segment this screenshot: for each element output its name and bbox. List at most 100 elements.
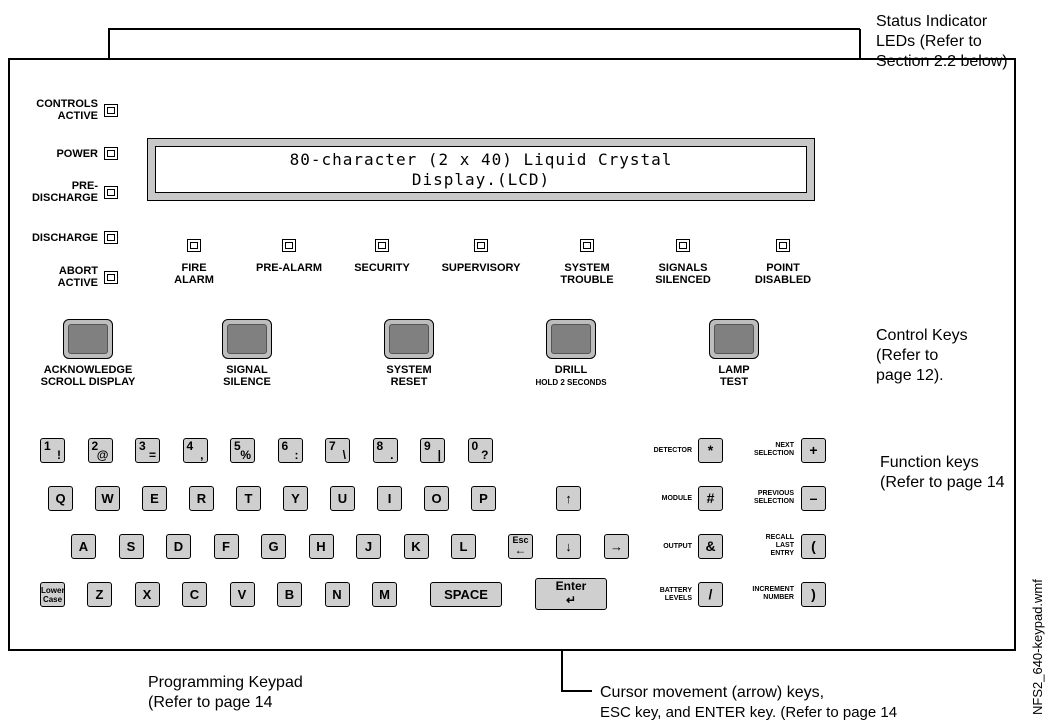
- led-system-trouble: [580, 239, 594, 252]
- letter-key-w[interactable]: W: [95, 486, 120, 511]
- letter-key-g[interactable]: G: [261, 534, 286, 559]
- letter-key-r[interactable]: R: [189, 486, 214, 511]
- number-key-5[interactable]: 5%: [230, 438, 255, 463]
- cursor-keys-callout-line1: Cursor movement (arrow) keys,: [600, 684, 825, 701]
- letter-key-t[interactable]: T: [236, 486, 261, 511]
- letter-key-p[interactable]: P: [471, 486, 496, 511]
- letter-key-k[interactable]: K: [403, 534, 429, 559]
- letter-key-y[interactable]: Y: [283, 486, 308, 511]
- function-key-left[interactable]: &: [698, 534, 723, 559]
- down-arrow-key[interactable]: ↓: [556, 534, 581, 559]
- number-key-main-label: 8: [376, 439, 384, 453]
- signal-silence-key[interactable]: [222, 319, 272, 359]
- function-key-left[interactable]: #: [698, 486, 723, 511]
- lower-case-key[interactable]: Lower Case: [40, 582, 65, 607]
- function-label-left: BATTERY LEVELS: [659, 587, 692, 602]
- number-key-3[interactable]: 3=: [135, 438, 160, 463]
- number-key-main-label: 5: [234, 439, 241, 453]
- drill-key-label: DRILL: [554, 364, 588, 376]
- led-fire-alarm: [187, 239, 201, 252]
- led-label-fire-alarm: FIRE ALARM: [174, 262, 214, 286]
- number-key-2[interactable]: 2@: [87, 438, 113, 463]
- letter-key-u[interactable]: U: [330, 486, 355, 511]
- letter-key-o[interactable]: O: [424, 486, 449, 511]
- function-key-left[interactable]: /: [698, 582, 723, 607]
- number-key-main-label: 1: [44, 439, 51, 453]
- number-key-4[interactable]: 4,: [182, 438, 208, 463]
- letter-key-i[interactable]: I: [377, 486, 402, 511]
- letter-key-a[interactable]: A: [71, 534, 96, 559]
- number-key-main-label: 9: [424, 439, 431, 453]
- lcd-display: 80-character (2 x 40) Liquid Crystal Dis…: [147, 138, 815, 201]
- number-key-main-label: 7: [329, 439, 336, 453]
- cursor-keys-callout-line2: ESC key, and ENTER key. (Refer to page 1…: [600, 704, 898, 721]
- number-key-alt-label: \: [342, 448, 346, 462]
- letter-key-c[interactable]: C: [182, 582, 207, 607]
- led-point-disabled: [776, 239, 790, 252]
- enter-arrow-icon: ↵: [565, 593, 577, 607]
- status-indicator-callout: Status Indicator LEDs (Refer to Section …: [876, 13, 1008, 70]
- led-pre-discharge: [104, 186, 118, 199]
- letter-key-e[interactable]: E: [142, 486, 167, 511]
- function-label-left: MODULE: [661, 495, 692, 502]
- led-abort-active: [104, 271, 118, 284]
- letter-key-x[interactable]: X: [134, 582, 160, 607]
- letter-key-z[interactable]: Z: [87, 582, 112, 607]
- acknowledge-key-label: ACKNOWLEDGE SCROLL DISPLAY: [40, 364, 136, 388]
- acknowledge-key[interactable]: [63, 319, 113, 359]
- number-key-1[interactable]: 1!: [40, 438, 65, 463]
- function-label-right: RECALL LAST ENTRY: [765, 534, 794, 557]
- number-key-alt-label: |: [437, 448, 441, 462]
- letter-key-b[interactable]: B: [277, 582, 302, 607]
- enter-key[interactable]: Enter ↵: [535, 578, 607, 610]
- drill-key[interactable]: [546, 319, 596, 359]
- letter-key-f[interactable]: F: [213, 534, 239, 559]
- letter-key-s[interactable]: S: [118, 534, 144, 559]
- right-arrow-key[interactable]: →: [604, 534, 629, 559]
- lamp-test-key[interactable]: [709, 319, 759, 359]
- number-key-6[interactable]: 6:: [277, 438, 303, 463]
- number-key-8[interactable]: 8.: [372, 438, 398, 463]
- filename-label: NFS2_640-keypad.wmf: [1030, 579, 1045, 715]
- number-key-alt-label: =: [148, 448, 156, 462]
- system-reset-key[interactable]: [384, 319, 434, 359]
- led-supervisory: [474, 239, 488, 252]
- number-key-7[interactable]: 7\: [325, 438, 350, 463]
- led-controls-active: [104, 104, 118, 117]
- function-label-right: PREVIOUS SELECTION: [753, 490, 794, 505]
- function-label-left: DETECTOR: [653, 447, 692, 454]
- function-key-left[interactable]: *: [698, 438, 723, 463]
- number-key-alt-label: %: [240, 448, 251, 462]
- lcd-line-2: Display.(LCD): [411, 170, 551, 189]
- up-arrow-key[interactable]: ↑: [556, 486, 581, 511]
- number-key-main-label: 3: [139, 439, 146, 453]
- number-key-alt-label: :: [294, 448, 299, 462]
- esc-key[interactable]: Esc ←: [508, 534, 533, 559]
- letter-key-j[interactable]: J: [356, 534, 381, 559]
- letter-key-d[interactable]: D: [166, 534, 191, 559]
- function-key-right[interactable]: ): [801, 582, 826, 607]
- function-key-right[interactable]: (: [801, 534, 826, 559]
- function-key-right[interactable]: –: [801, 486, 826, 511]
- letter-key-l[interactable]: L: [451, 534, 476, 559]
- function-label-left: OUTPUT: [663, 543, 692, 550]
- led-label-controls-active: CONTROLS ACTIVE: [36, 98, 98, 122]
- led-power: [104, 147, 118, 160]
- function-key-right[interactable]: +: [801, 438, 826, 463]
- number-key-main-label: 0: [471, 439, 479, 453]
- letter-key-h[interactable]: H: [308, 534, 334, 559]
- letter-key-m[interactable]: M: [372, 582, 397, 607]
- letter-key-n[interactable]: N: [324, 582, 350, 607]
- led-signals-silenced: [676, 239, 690, 252]
- led-label-power: POWER: [56, 148, 98, 160]
- led-security: [375, 239, 389, 252]
- number-key-9[interactable]: 9|: [420, 438, 445, 463]
- number-key-alt-label: !: [57, 448, 61, 462]
- number-key-0[interactable]: 0?: [467, 438, 493, 463]
- function-label-right: NEXT SELECTION: [753, 442, 794, 457]
- letter-key-q[interactable]: Q: [48, 486, 73, 511]
- letter-key-v[interactable]: V: [229, 582, 255, 607]
- space-key[interactable]: SPACE: [430, 582, 502, 607]
- drill-key-sublabel: HOLD 2 SECONDS: [535, 378, 607, 387]
- system-reset-key-label: SYSTEM RESET: [386, 364, 432, 388]
